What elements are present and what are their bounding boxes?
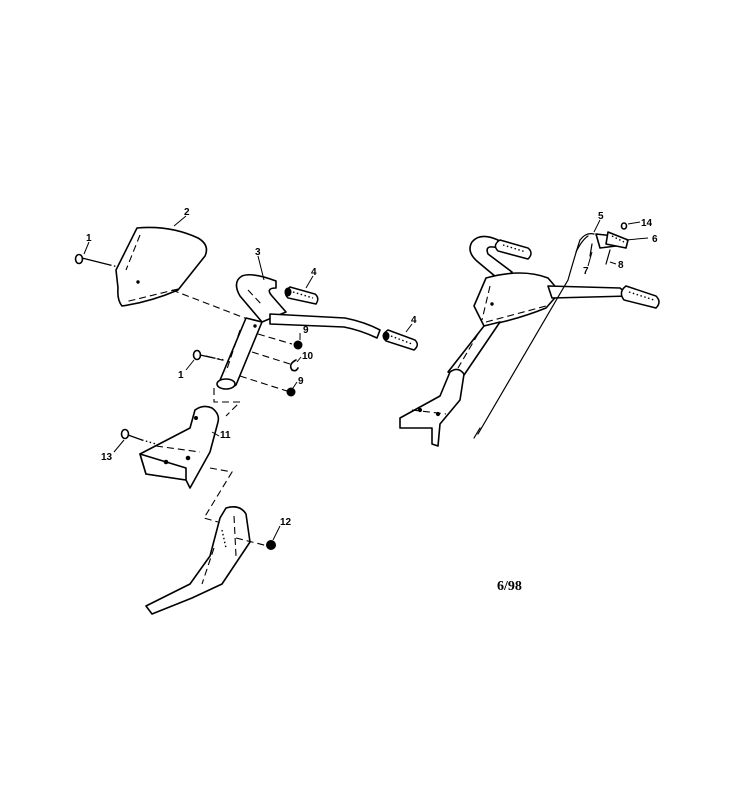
callout-8: 8 [618,260,624,271]
assembly-line-nut [257,333,293,345]
assembly-line-nut-12 [235,537,269,547]
assembly-line-clip [251,351,291,365]
bracket-11 [139,405,220,489]
date-code: 6/98 [497,579,522,594]
assembly-line-bracket-box [213,388,242,417]
callout-12: 12 [280,517,292,528]
shield-2 [115,226,208,307]
callout-5: 5 [598,211,604,222]
callout-1-middle: 1 [178,370,184,381]
callout-6: 6 [652,234,658,245]
callout-4-upper: 4 [311,267,317,278]
assembly-line-lower-nut [239,375,291,393]
callout-2: 2 [184,207,190,218]
callout-9-upper: 9 [303,325,309,336]
nut-9-lower [286,387,296,397]
handlebar-3 [235,274,381,339]
frame-piece [145,506,251,615]
bolt-13 [120,428,157,445]
callout-3: 3 [255,247,261,258]
bolt-1-middle [192,349,225,361]
handle-tube [216,317,263,390]
nut-12 [266,540,276,550]
leader-lines [83,215,649,541]
callout-9-lower: 9 [298,376,304,387]
callout-14: 14 [641,218,653,229]
callout-13: 13 [101,452,113,463]
bolt-1-top [74,253,133,271]
grip-4-lower [382,329,418,351]
callout-10: 10 [302,351,314,362]
callout-1-top: 1 [86,233,92,244]
assembly-line-frame-box [203,467,233,523]
assembly-line-shield [171,289,251,321]
callout-7: 7 [583,266,589,277]
callout-11: 11 [220,430,231,441]
clip-10 [289,359,299,372]
assembled-handle-view [399,222,660,447]
nut-9-upper [293,340,303,350]
callout-4-lower: 4 [411,315,417,326]
grip-4-upper [284,286,319,305]
